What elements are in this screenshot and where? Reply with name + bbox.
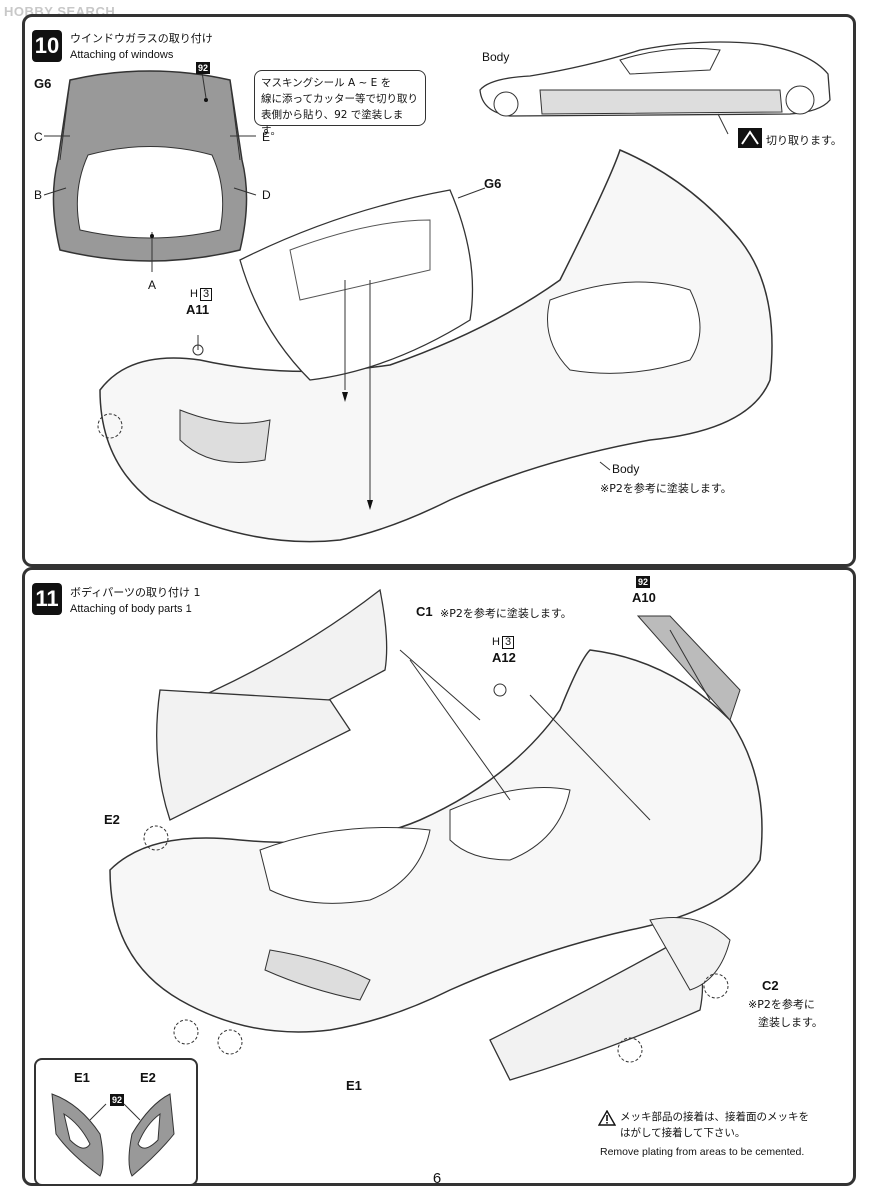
car-body-diagram-step10 xyxy=(97,148,773,543)
plating-note-en: Remove plating from areas to be cemented… xyxy=(600,1146,805,1158)
part-label-e2: E2 xyxy=(104,812,120,827)
mask-label-a: A xyxy=(148,278,157,292)
masking-note-line: 表側から貼り、92 で塗装します。 xyxy=(261,109,404,137)
mask-label-d: D xyxy=(262,188,271,202)
e1-e2-parts-art xyxy=(51,1093,175,1177)
car-body-diagram-step11 xyxy=(109,588,763,1081)
masking-note: マスキングシール A ~ E を 線に添ってカッター等で切り取り 表側から貼り、… xyxy=(254,70,426,137)
a12-code-letter: H xyxy=(492,636,500,648)
paint-code-badge: 92 xyxy=(196,62,211,74)
part-label-g6-window: G6 xyxy=(34,76,52,91)
a11-code-num: 3 xyxy=(199,288,213,301)
part-label-a11: A11 xyxy=(186,302,210,317)
c1-paint-note: ※P2を参考に塗装します。 xyxy=(440,607,572,620)
step-10-number: 10 xyxy=(32,30,62,62)
step-11-title-en: Attaching of body parts 1 xyxy=(70,603,192,615)
masking-note-line: 線に添ってカッター等で切り取り xyxy=(261,93,418,105)
cut-note: 切り取ります。 xyxy=(766,134,842,147)
inset-label-e2: E2 xyxy=(140,1070,156,1085)
body-paint-note: ※P2を参考に塗装します。 xyxy=(600,482,732,495)
mask-label-e: E xyxy=(262,130,271,144)
a12-code-num: 3 xyxy=(501,636,515,649)
a10-paint-code: 92 xyxy=(636,576,651,588)
page-number: 6 xyxy=(432,1170,442,1187)
part-label-c2: C2 xyxy=(762,978,779,993)
step-11-title-jp: ボディパーツの取り付け 1 xyxy=(70,586,201,599)
inset-paint-code: 92 xyxy=(110,1094,125,1106)
body-label: Body xyxy=(612,462,640,476)
inset-label-e1: E1 xyxy=(74,1070,90,1085)
window-glass-diagram xyxy=(43,70,257,272)
plating-note-jp-1: メッキ部品の接着は、接着面のメッキを xyxy=(620,1111,809,1123)
c2-paint-note-line1: ※P2を参考に xyxy=(748,998,815,1011)
part-label-a10: A10 xyxy=(632,590,656,605)
part-label-c1: C1 xyxy=(416,604,433,619)
plating-note-jp-2: はがして接着して下さい。 xyxy=(620,1127,746,1139)
cut-icon xyxy=(738,128,762,148)
body-side-view xyxy=(479,41,831,135)
c2-paint-note-line2: 塗装します。 xyxy=(758,1016,823,1029)
mask-label-b: B xyxy=(34,188,43,202)
a11-code-letter: H xyxy=(190,288,198,300)
step-11-number: 11 xyxy=(32,583,62,615)
part-label-e1: E1 xyxy=(346,1078,362,1093)
part-label-a12: A12 xyxy=(492,650,516,665)
step-10-title-jp: ウインドウガラスの取り付け xyxy=(70,32,213,45)
part-label-g6: G6 xyxy=(484,176,502,191)
masking-note-line: マスキングシール A ~ E を xyxy=(261,77,392,89)
body-label-top: Body xyxy=(482,50,510,64)
warning-icon xyxy=(598,1110,616,1126)
mask-label-c: C xyxy=(34,130,43,144)
step-10-title-en: Attaching of windows xyxy=(70,49,174,61)
